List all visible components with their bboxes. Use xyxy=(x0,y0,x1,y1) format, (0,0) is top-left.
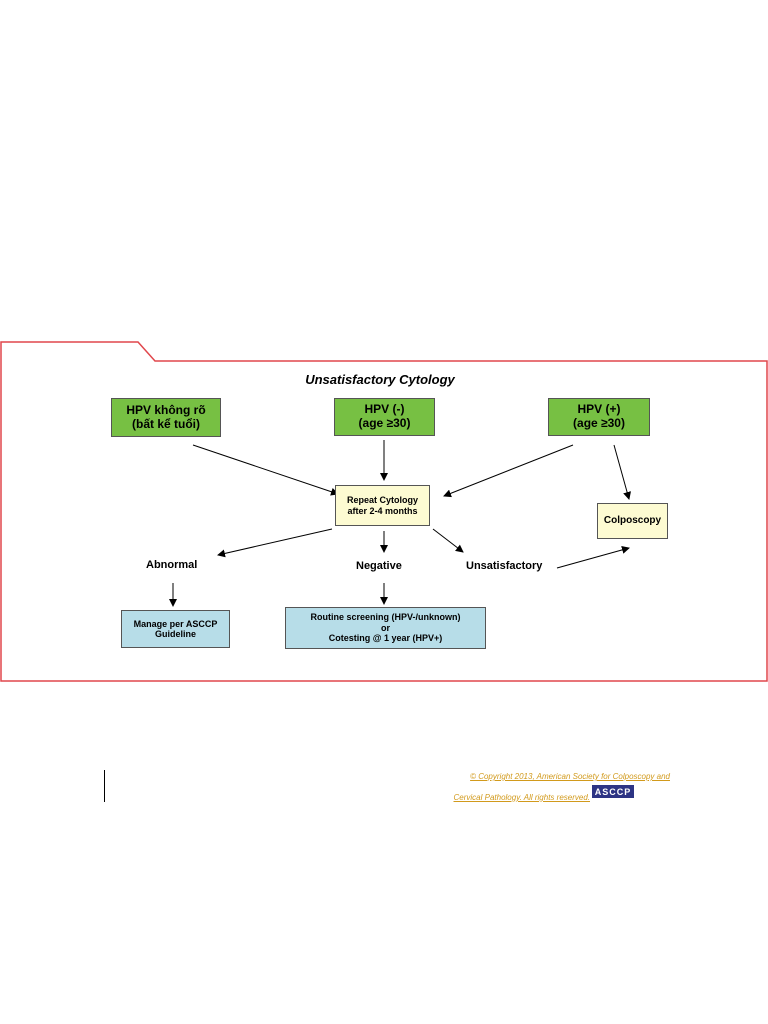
manage-line2: Guideline xyxy=(154,629,196,639)
arrow-unsatisfactory-to-colposcopy xyxy=(556,546,630,569)
arrow-pos-to-colposcopy xyxy=(613,444,631,500)
colposcopy-box: Colposcopy xyxy=(597,503,668,539)
arrow-repeat-to-abnormal xyxy=(217,528,333,558)
arrow-repeat-to-unsatisfactory xyxy=(432,528,464,553)
repeat-line2: after 2-4 months xyxy=(347,505,418,516)
hpv-positive-box: HPV (+) (age ≥30) xyxy=(548,398,650,436)
unsatisfactory-label: Unsatisfactory xyxy=(466,560,543,572)
abnormal-label: Abnormal xyxy=(146,559,198,571)
copyright-line-2: Cervical Pathology. All rights reserved. xyxy=(453,793,591,802)
colposcopy-label: Colposcopy xyxy=(603,515,662,527)
repeat-cytology-box: Repeat Cytology after 2-4 months xyxy=(335,485,430,526)
hpv-negative-box: HPV (-) (age ≥30) xyxy=(334,398,435,436)
hpv-positive-line2: (age ≥30) xyxy=(573,416,625,430)
manage-guideline-box: Manage per ASCCP Guideline xyxy=(121,610,230,648)
hpv-negative-line1: HPV (-) xyxy=(364,402,405,417)
hpv-positive-line1: HPV (+) xyxy=(577,402,621,417)
arrow-pos-to-repeat xyxy=(443,444,574,498)
manage-line1: Manage per ASCCP xyxy=(133,618,218,629)
routine-line1: Routine screening (HPV-/unknown) xyxy=(310,612,461,623)
routine-line3: Cotesting @ 1 year (HPV+) xyxy=(328,633,443,644)
hpv-unknown-line1: HPV không rõ xyxy=(126,402,206,417)
negative-label: Negative xyxy=(356,560,402,572)
hpv-unknown-box: HPV không rõ (bất kể tuổi) xyxy=(111,398,221,437)
routine-line2: or xyxy=(381,622,390,633)
repeat-line1: Repeat Cytology xyxy=(346,495,418,506)
hpv-unknown-line2: (bất kể tuổi) xyxy=(132,416,200,431)
divider-line xyxy=(104,770,105,802)
arrow-unknown-to-repeat xyxy=(192,444,339,496)
diagram-title: Unsatisfactory Cytology xyxy=(305,372,455,387)
ascp-logo: ASCCP xyxy=(592,785,634,798)
routine-screening-box: Routine screening (HPV-/unknown) or Cote… xyxy=(285,607,486,649)
copyright-line-1: © Copyright 2013, American Society for C… xyxy=(470,772,670,781)
hpv-negative-line2: (age ≥30) xyxy=(358,416,411,430)
